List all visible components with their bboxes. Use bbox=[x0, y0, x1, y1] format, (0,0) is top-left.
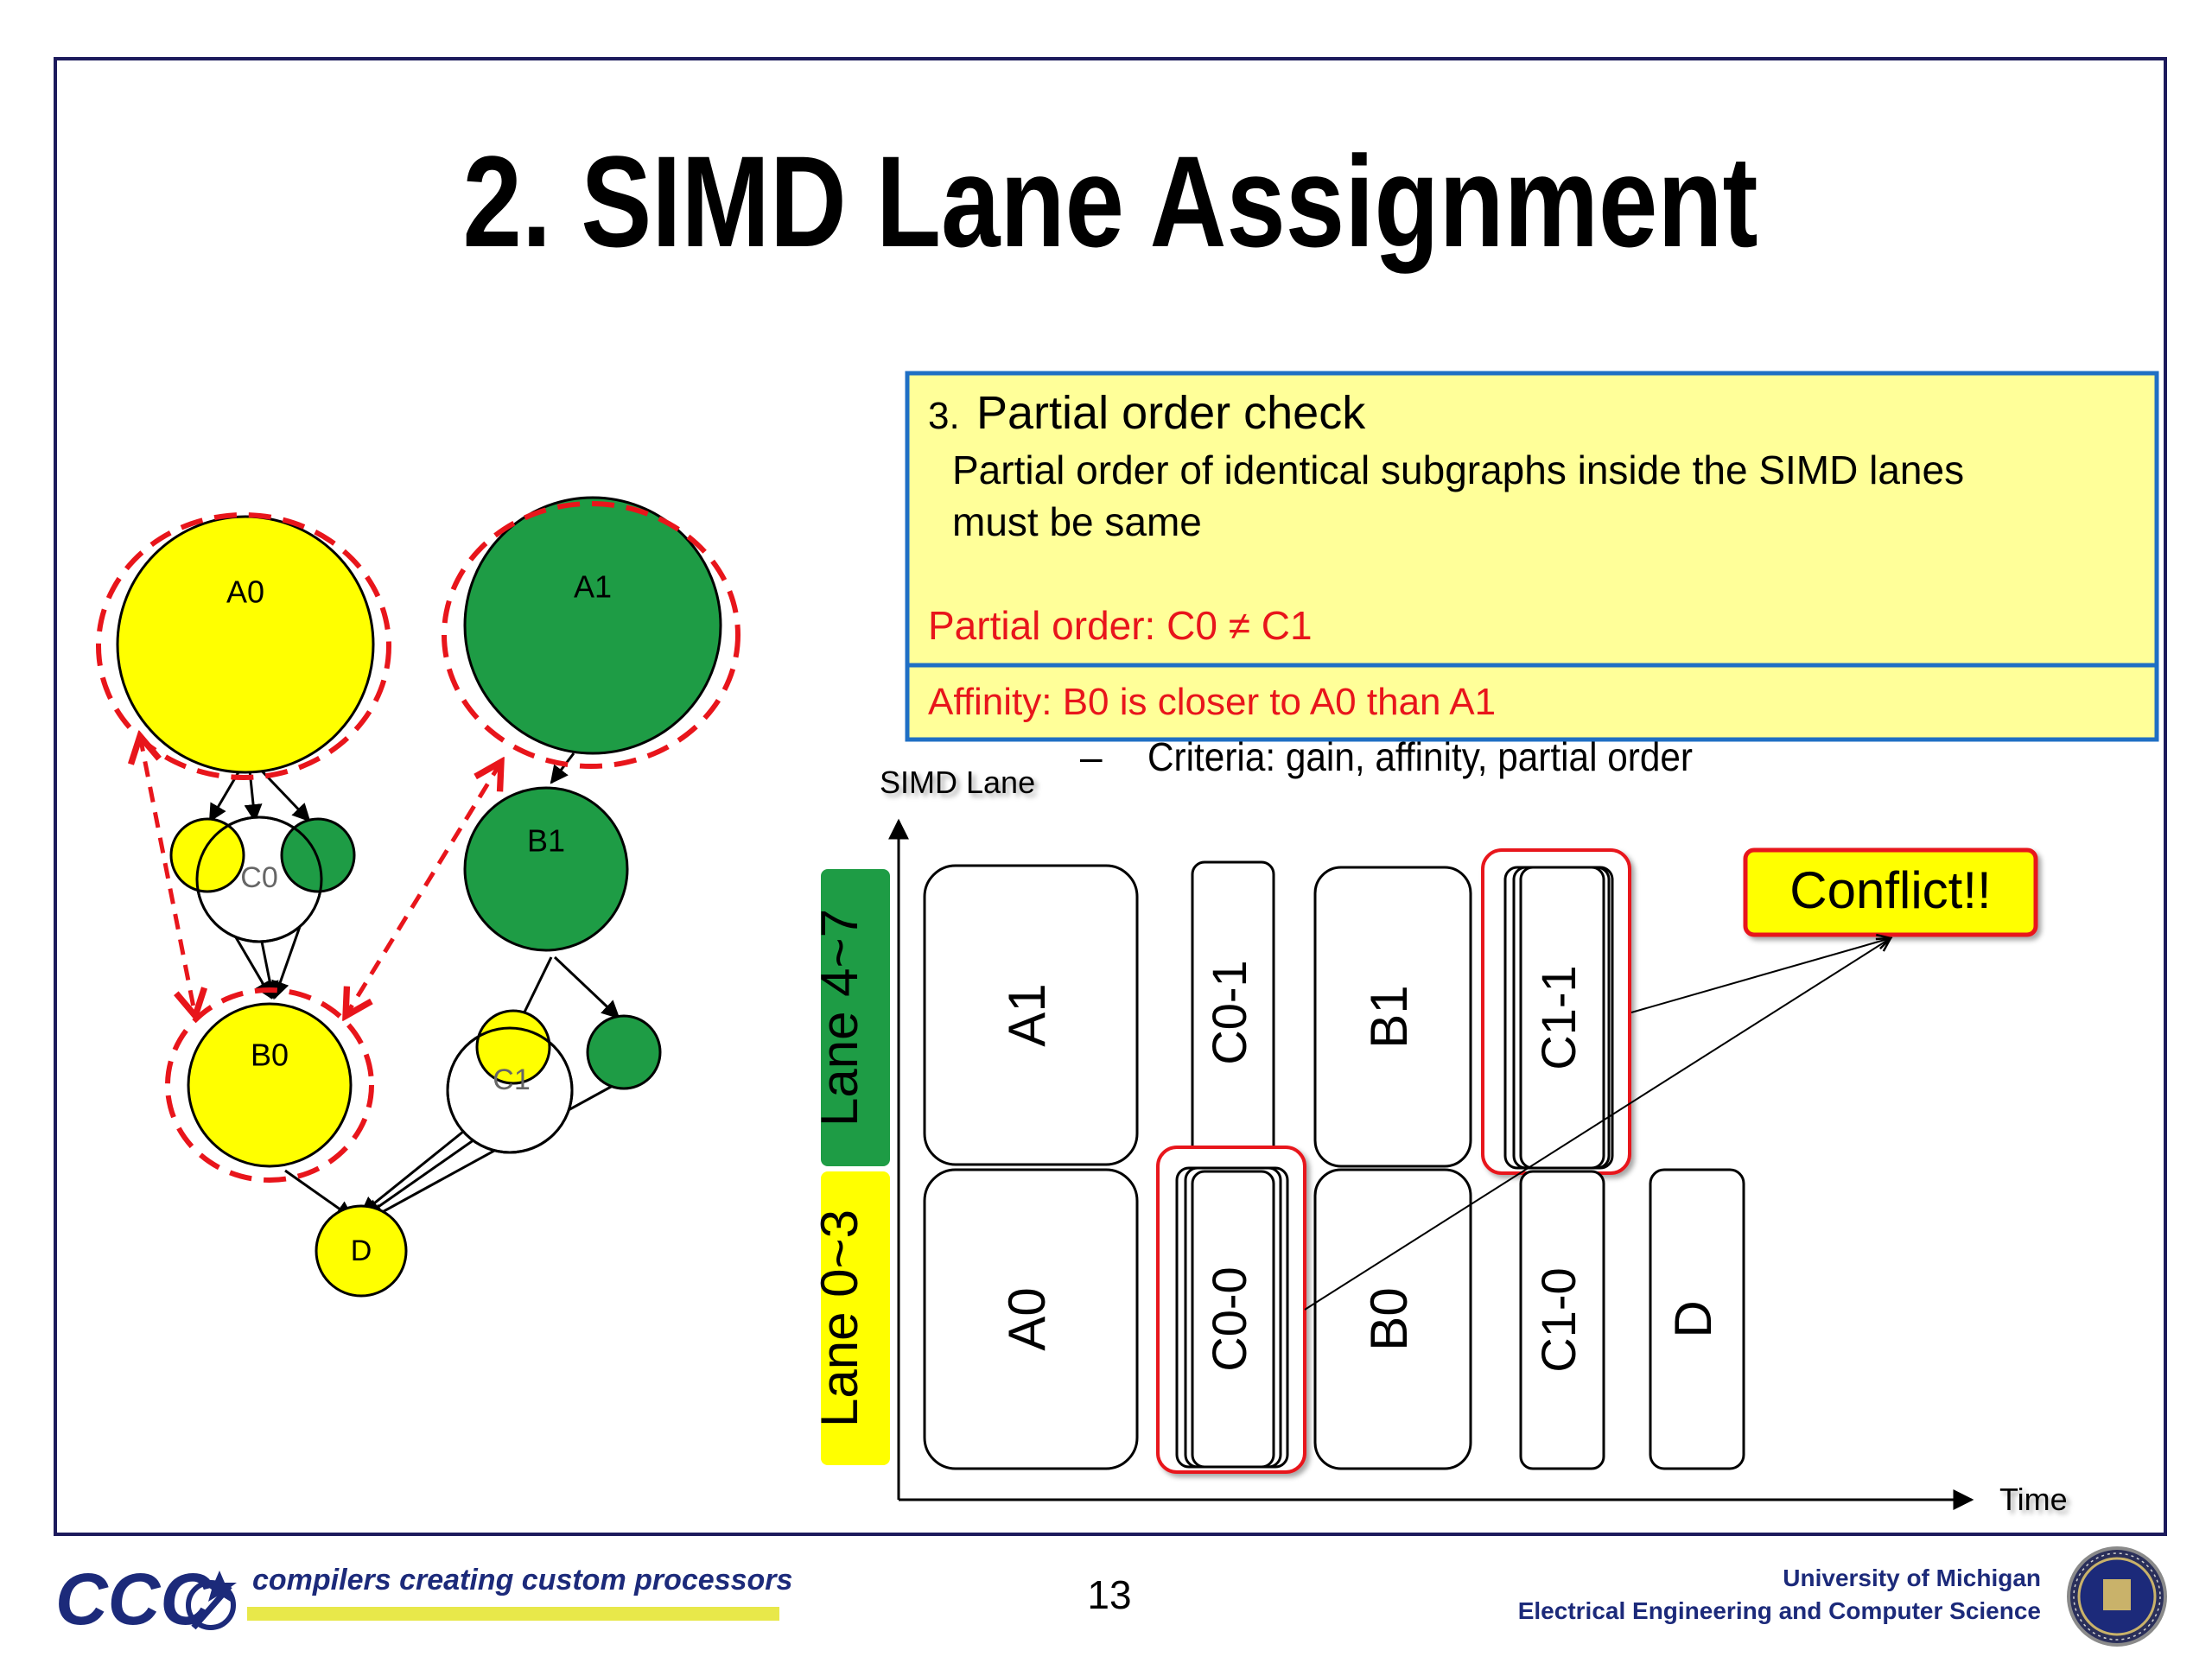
block-a1 bbox=[923, 864, 1139, 1166]
block-d bbox=[1649, 1168, 1745, 1470]
criteria-dash: – bbox=[1080, 734, 1103, 779]
footer-department: Electrical Engineering and Computer Scie… bbox=[1518, 1597, 2041, 1624]
callout-box bbox=[905, 371, 2159, 668]
block-d-label: D bbox=[1664, 1300, 1722, 1337]
lane-upper-badge bbox=[821, 869, 890, 1166]
conflict-pointer-lower bbox=[1304, 936, 1893, 1311]
node-a0 bbox=[116, 515, 375, 774]
block-c1-1-label: C1-1 bbox=[1531, 965, 1586, 1070]
block-c0-0 bbox=[1191, 1170, 1275, 1469]
callout-body-line2: must be same bbox=[952, 499, 1202, 544]
conflict-pointer-upper bbox=[1630, 933, 1893, 1013]
criteria-text: Criteria: gain, affinity, partial order bbox=[1147, 735, 1693, 779]
b0-grouping-ring bbox=[165, 987, 374, 1183]
callout-body-line1: Partial order of identical subgraphs ins… bbox=[952, 447, 1964, 492]
node-b0 bbox=[187, 1002, 353, 1168]
edge-a1-b1 bbox=[550, 752, 575, 784]
y-axis-label: SIMD Lane bbox=[880, 765, 1035, 800]
node-b0-label: B0 bbox=[251, 1038, 289, 1073]
lane-lower-badge bbox=[821, 1171, 890, 1465]
node-a0-label: A0 bbox=[226, 574, 264, 610]
node-a1 bbox=[463, 496, 722, 755]
c1-outer-overlay bbox=[446, 1026, 574, 1154]
block-c1-1 bbox=[1519, 866, 1605, 1170]
c0-green-node bbox=[280, 817, 356, 893]
block-b1 bbox=[1313, 866, 1472, 1168]
partial-order-callout: 3. Partial order check Partial order of … bbox=[905, 371, 2159, 742]
block-b0-label: B0 bbox=[1360, 1287, 1418, 1350]
block-c1-0-label: C1-0 bbox=[1531, 1267, 1586, 1372]
node-a1-label: A1 bbox=[574, 569, 612, 605]
block-c0-0-label: C0-0 bbox=[1202, 1266, 1256, 1371]
affinity-arrow-a0-b0 bbox=[140, 736, 195, 1016]
footer-tagline: compilers creating custom processors bbox=[252, 1564, 792, 1596]
callout-heading: Partial order check bbox=[976, 387, 1366, 439]
lane-upper-label: Lane 4~7 bbox=[810, 909, 868, 1127]
callout-heading-number: 3. bbox=[928, 395, 960, 437]
conflict-label: Conflict!! bbox=[1789, 861, 1991, 919]
c0-label: C0 bbox=[240, 861, 277, 894]
c1-label: C1 bbox=[493, 1063, 530, 1096]
lane-schedule: SIMD Lane Time Lane 4~7 Lane 0~3 A1 C0-1… bbox=[810, 765, 2068, 1517]
block-c0-1-label: C0-1 bbox=[1202, 960, 1256, 1064]
block-b1-label: B1 bbox=[1360, 985, 1418, 1048]
a0-grouping-ring bbox=[96, 512, 391, 780]
block-c1-0 bbox=[1519, 1170, 1605, 1470]
block-a0-label: A0 bbox=[998, 1287, 1056, 1350]
tagline-underline bbox=[247, 1607, 779, 1621]
block-a0 bbox=[923, 1168, 1139, 1470]
callout-partial-order: Partial order: C0 ≠ C1 bbox=[928, 603, 1313, 648]
node-b1-label: B1 bbox=[527, 823, 565, 859]
node-b1 bbox=[463, 786, 629, 952]
node-d-label: D bbox=[351, 1235, 372, 1267]
affinity-box bbox=[905, 663, 2159, 742]
university-seal-icon bbox=[2067, 1546, 2167, 1647]
footer: CCC compilers creating custom processors… bbox=[55, 1546, 2167, 1647]
hammer-sickle-icon bbox=[186, 1571, 237, 1630]
slide-title: 2. SIMD Lane Assignment bbox=[463, 130, 1758, 274]
a1-grouping-ring bbox=[442, 501, 741, 769]
footer-university: University of Michigan bbox=[1783, 1565, 2041, 1591]
c0-yellow-node bbox=[169, 817, 245, 893]
affinity-arrow-a1-b0 bbox=[346, 762, 501, 1016]
x-axis-label: Time bbox=[1999, 1482, 2068, 1517]
block-b0 bbox=[1313, 1168, 1472, 1470]
block-a1-label: A1 bbox=[998, 983, 1056, 1046]
dependency-graph: C0 C1 A0 A1 B1 B0 D bbox=[96, 496, 741, 1298]
lane-lower-label: Lane 0~3 bbox=[810, 1209, 868, 1427]
page-number: 13 bbox=[1087, 1572, 1131, 1617]
edge-b1-c1b bbox=[553, 955, 620, 1019]
c1-green-node bbox=[586, 1014, 662, 1090]
callout-affinity: Affinity: B0 is closer to A0 than A1 bbox=[928, 681, 1496, 723]
node-d bbox=[315, 1204, 408, 1298]
